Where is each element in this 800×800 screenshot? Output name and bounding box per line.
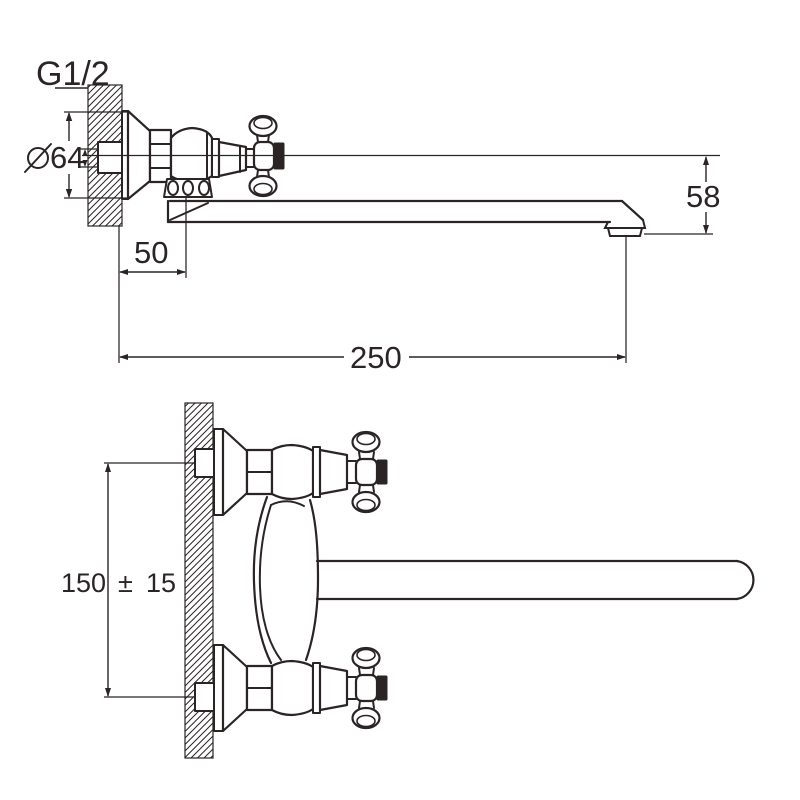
valve-body-side — [169, 126, 220, 183]
dim-inlet-spacing: 150 ± 15 — [61, 463, 176, 697]
spout-collar-side — [163, 178, 213, 198]
spout-arm-plan — [315, 559, 755, 601]
spout-end-cap — [735, 559, 755, 601]
inlet-spacing-tolerance-label: 15 — [146, 568, 176, 598]
plan-view: 150 ± 15 — [61, 402, 755, 759]
eccentric-block-side — [79, 141, 123, 174]
side-view: 64 50 250 58 G1/2 — [24, 55, 720, 375]
thread-size-label: G1/2 — [36, 55, 110, 93]
dim-flange-diameter: 64 — [24, 111, 127, 199]
handle-knob — [248, 174, 278, 198]
eccentric-block-top — [194, 448, 215, 478]
wall-to-spout-axis-label: 50 — [134, 235, 168, 270]
eccentric-block-bottom — [194, 682, 215, 712]
spout-arm-side — [166, 199, 647, 237]
dim-spout-reach: 250 — [119, 237, 627, 375]
spout-drop-label: 58 — [686, 179, 720, 214]
diameter-symbol — [27, 147, 49, 169]
spout-reach-label: 250 — [350, 340, 402, 375]
valve-assembly-bottom — [214, 645, 387, 731]
handle-knob — [248, 114, 278, 138]
inlet-spacing-label: 150 — [61, 568, 106, 598]
body-column — [252, 495, 320, 665]
valve-bonnet-side — [217, 140, 255, 178]
valve-assembly-top — [214, 429, 387, 515]
dim-wall-to-spout-axis: 50 — [118, 197, 187, 363]
plus-minus-sign: ± — [118, 568, 133, 598]
diameter-symbol-slash — [24, 143, 52, 173]
flange-diameter-label: 64 — [50, 140, 84, 175]
dim-spout-drop: 58 — [644, 156, 720, 235]
spout-aerator-side — [603, 219, 647, 237]
